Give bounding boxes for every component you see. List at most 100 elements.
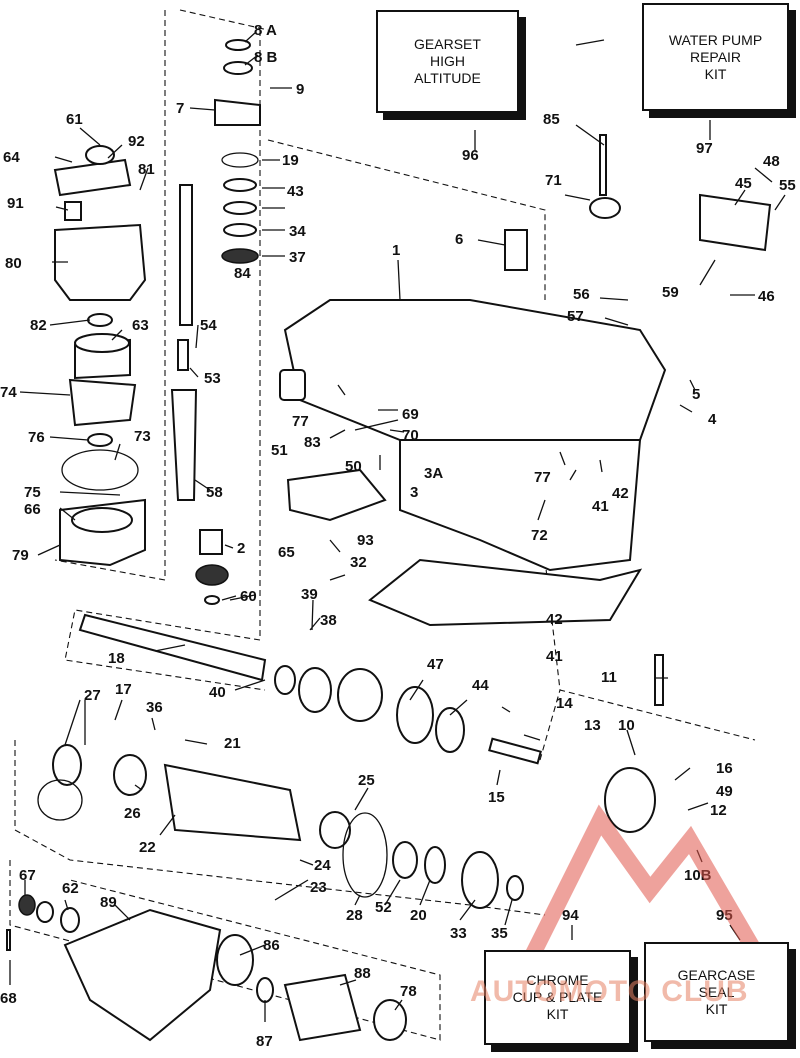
callout-81: 81 xyxy=(138,161,155,178)
callout-92: 92 xyxy=(128,133,145,150)
callout-53: 53 xyxy=(204,370,221,387)
callout-16: 16 xyxy=(716,760,733,777)
callout-70: 70 xyxy=(402,427,419,444)
callout-65: 65 xyxy=(278,544,295,561)
callout-69: 69 xyxy=(402,406,419,423)
callout-32: 32 xyxy=(350,554,367,571)
chrome-cup-plate-kit-box: CHROME CUP & PLATE KIT xyxy=(484,950,631,1045)
callout-55: 55 xyxy=(779,177,796,194)
callout-72: 72 xyxy=(531,527,548,544)
callout-49: 49 xyxy=(716,783,733,800)
callout-3a: 3A xyxy=(424,465,443,482)
callout-6: 6 xyxy=(455,231,463,248)
callout-79: 79 xyxy=(12,547,29,564)
callout-43: 43 xyxy=(287,183,304,200)
water-pump-repair-kit-box: WATER PUMP REPAIR KIT xyxy=(642,3,789,111)
watermark-text: AUTOMOTO CLUB xyxy=(470,975,749,1008)
prop-group-outline xyxy=(9,860,441,1041)
callout-3: 3 xyxy=(410,484,418,501)
callout-52: 52 xyxy=(375,899,392,916)
callout-64: 64 xyxy=(3,149,20,166)
callout-22: 22 xyxy=(139,839,156,856)
callout-80: 80 xyxy=(5,255,22,272)
callout-62: 62 xyxy=(62,880,79,897)
callout-23: 23 xyxy=(310,879,327,896)
callout-14: 14 xyxy=(556,695,573,712)
callout-7: 7 xyxy=(176,100,184,117)
callout-73: 73 xyxy=(134,428,151,445)
callout-85: 85 xyxy=(543,111,560,128)
callout-61: 61 xyxy=(66,111,83,128)
callout-88: 88 xyxy=(354,965,371,982)
callout-83: 83 xyxy=(304,434,321,451)
propeller-parts xyxy=(6,894,407,1042)
callout-5: 5 xyxy=(692,386,700,403)
callout-66: 66 xyxy=(24,501,41,518)
callout-42a: 42 xyxy=(612,485,629,502)
callout-77b: 77 xyxy=(534,469,551,486)
callout-67: 67 xyxy=(19,867,36,884)
callout-9: 9 xyxy=(296,81,304,98)
callout-60: 60 xyxy=(240,588,257,605)
callout-93: 93 xyxy=(357,532,374,549)
callout-46: 46 xyxy=(758,288,775,305)
callout-4: 4 xyxy=(708,411,717,428)
water-pump-group-outline xyxy=(54,10,166,581)
callout-18: 18 xyxy=(108,650,125,667)
callout-19: 19 xyxy=(282,152,299,169)
driveshaft-group-outline xyxy=(64,9,269,691)
gearcase-seal-kit-box: GEARCASE SEAL KIT xyxy=(644,942,789,1042)
callout-10: 10 xyxy=(618,717,635,734)
callout-77a: 77 xyxy=(292,413,309,430)
callout-44: 44 xyxy=(472,677,489,694)
callout-96: 96 xyxy=(462,147,479,164)
callout-38: 38 xyxy=(320,612,337,629)
callout-56: 56 xyxy=(573,286,590,303)
callout-74: 74 xyxy=(0,384,17,401)
callout-87: 87 xyxy=(256,1033,273,1050)
callout-39: 39 xyxy=(301,586,318,603)
callout-15: 15 xyxy=(488,789,505,806)
callout-59: 59 xyxy=(662,284,679,301)
watermark-logo xyxy=(522,804,767,965)
callout-8b: 8 B xyxy=(254,49,278,66)
callout-34: 34 xyxy=(289,223,306,240)
callout-75: 75 xyxy=(24,484,41,501)
water-pump-parts xyxy=(53,145,147,567)
callout-91: 91 xyxy=(7,195,24,212)
gearcase-housing xyxy=(279,134,772,627)
callout-71: 71 xyxy=(545,172,562,189)
callout-11: 11 xyxy=(601,669,617,686)
callout-54: 54 xyxy=(200,317,217,334)
callout-47: 47 xyxy=(427,656,444,673)
callout-41a: 41 xyxy=(592,498,609,515)
callout-58: 58 xyxy=(206,484,223,501)
propshaft-group-outline xyxy=(14,689,561,916)
callout-48: 48 xyxy=(763,153,780,170)
callout-84: 84 xyxy=(234,265,251,282)
callout-1: 1 xyxy=(392,242,400,259)
callout-33: 33 xyxy=(450,925,467,942)
callout-82: 82 xyxy=(30,317,47,334)
callout-28: 28 xyxy=(346,907,363,924)
callout-97: 97 xyxy=(696,140,713,157)
callout-78: 78 xyxy=(400,983,417,1000)
callout-21: 21 xyxy=(224,735,241,752)
callout-20: 20 xyxy=(410,907,427,924)
callout-42b: 42 xyxy=(546,611,563,628)
callout-86: 86 xyxy=(263,937,280,954)
callout-2: 2 xyxy=(237,540,245,557)
callout-76: 76 xyxy=(28,429,45,446)
callout-36: 36 xyxy=(146,699,163,716)
callout-12: 12 xyxy=(710,802,727,819)
callout-35: 35 xyxy=(491,925,508,942)
callout-26: 26 xyxy=(124,805,141,822)
callout-89: 89 xyxy=(100,894,117,911)
callout-57: 57 xyxy=(567,308,584,325)
callout-94: 94 xyxy=(562,907,579,924)
leader-lines xyxy=(9,31,786,1022)
callout-27: 27 xyxy=(84,687,101,704)
callout-68: 68 xyxy=(0,990,17,1007)
driveshaft-parts xyxy=(170,39,261,605)
